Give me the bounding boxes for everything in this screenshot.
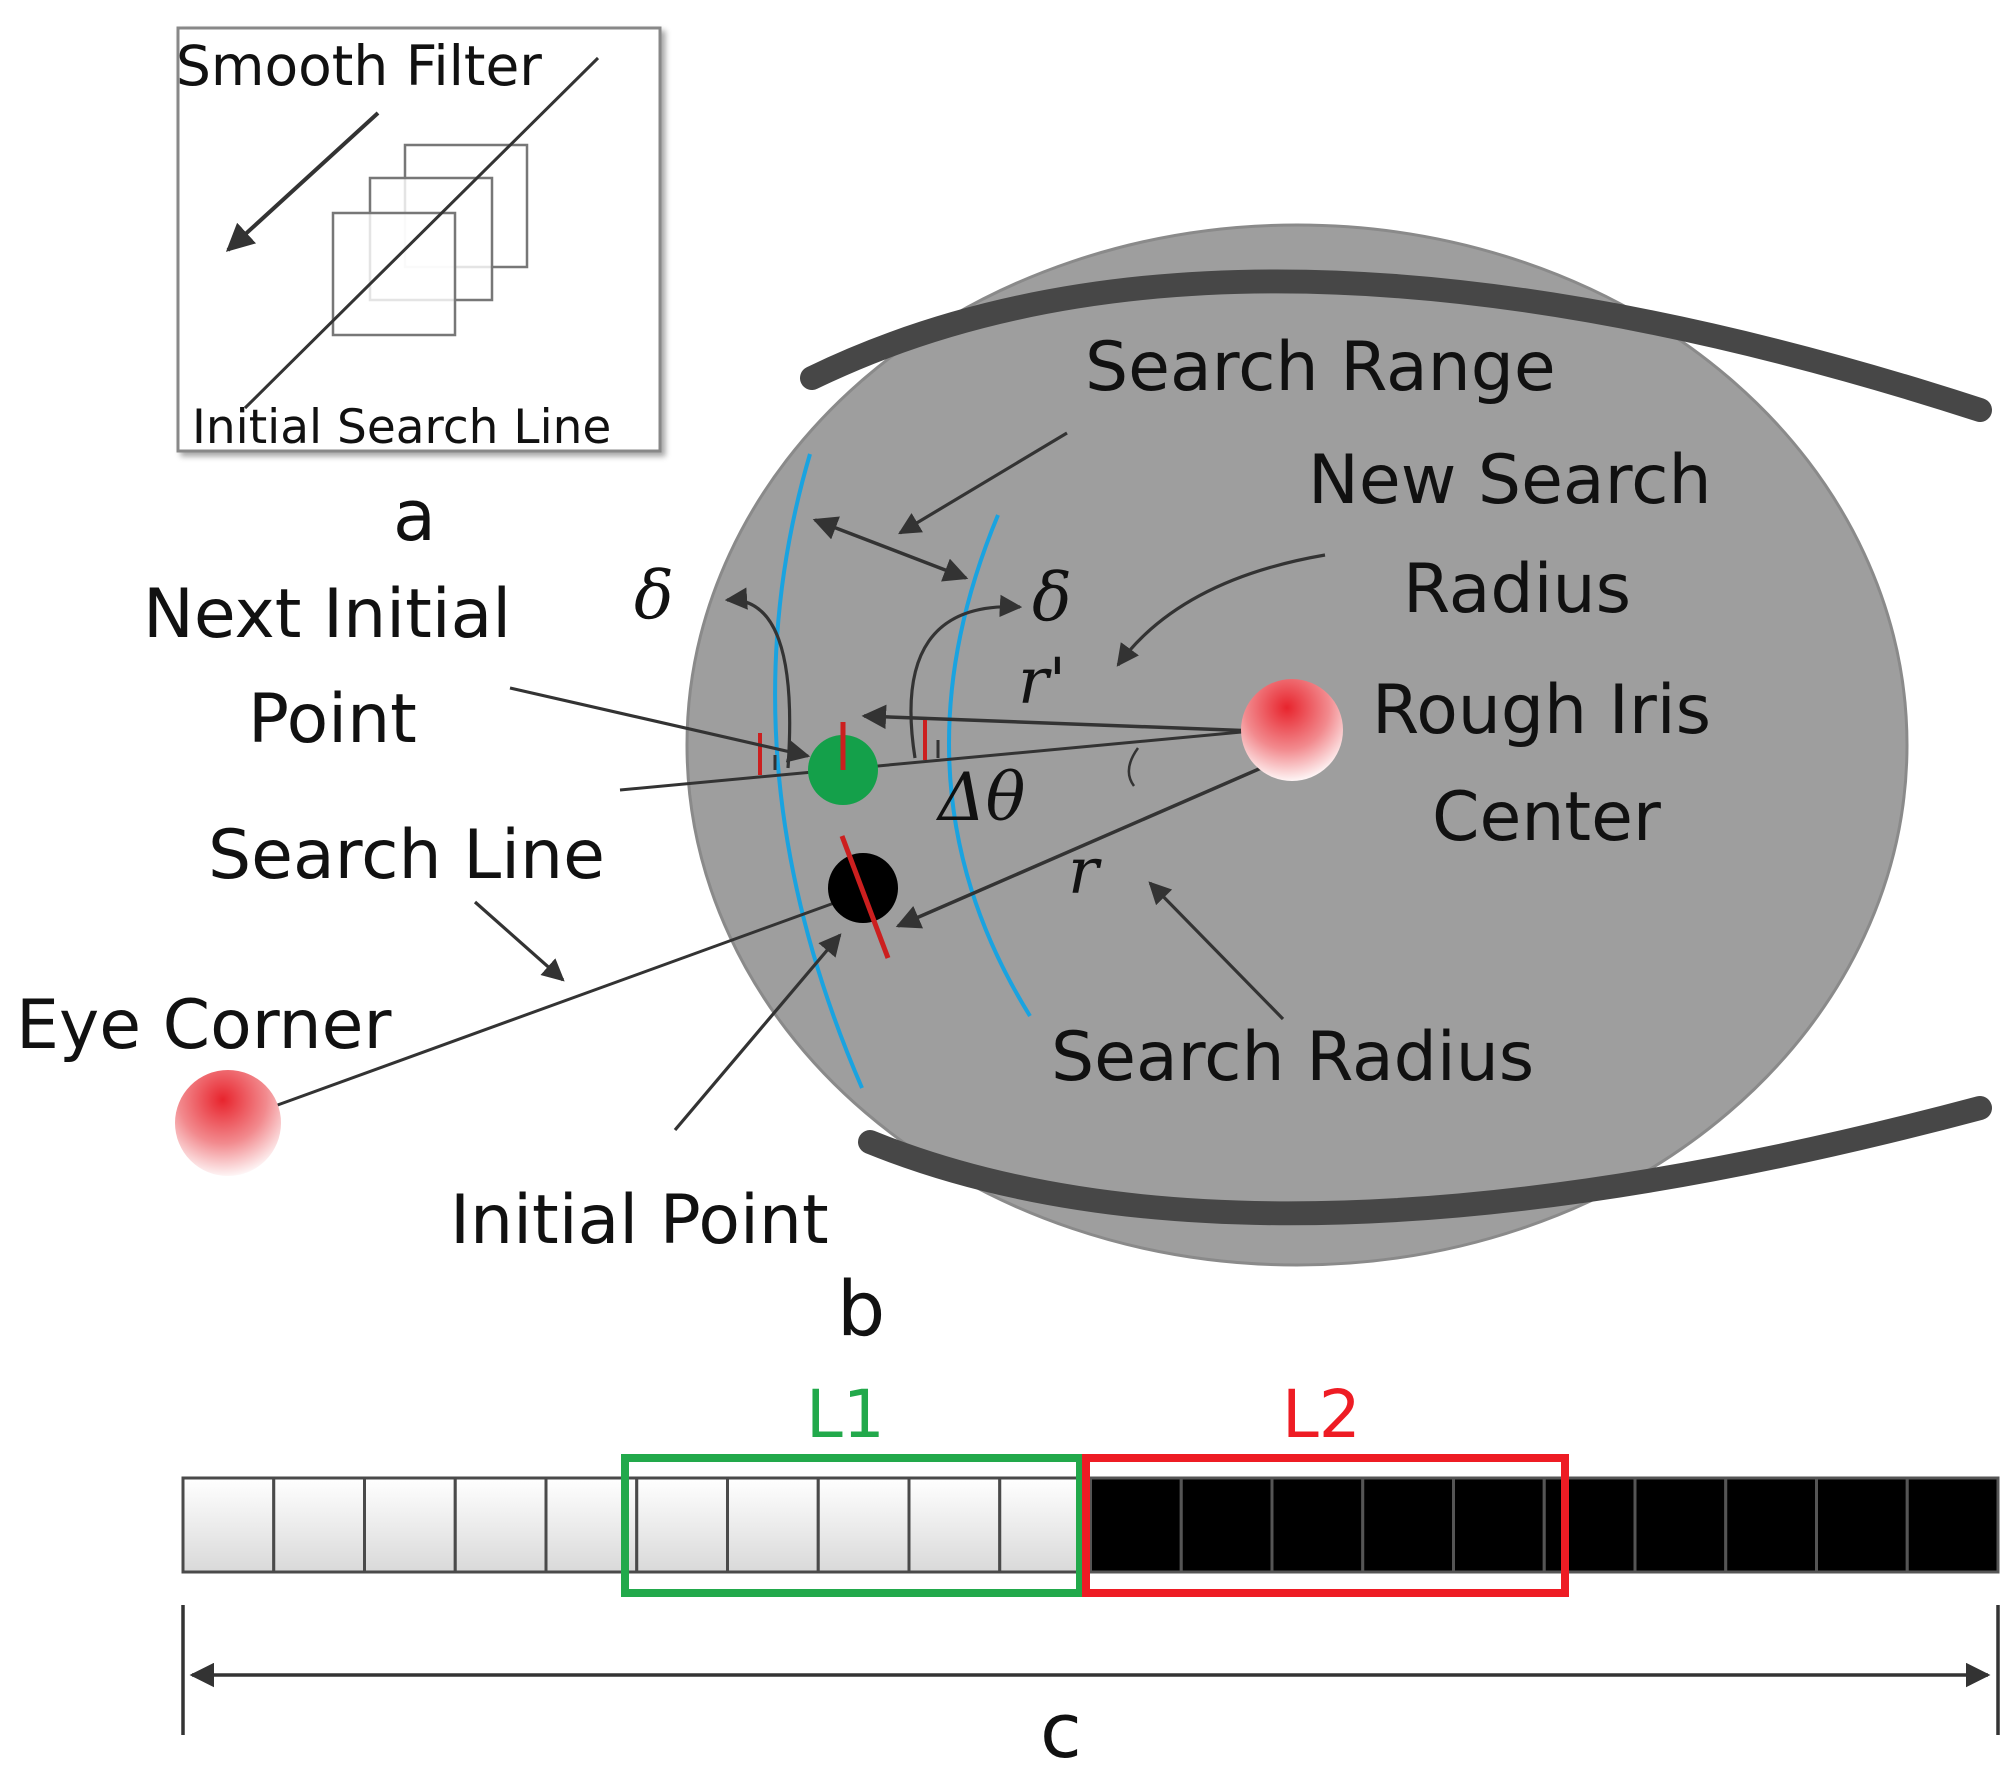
pixel-cell-white xyxy=(907,1476,1002,1574)
delta-right-arrow xyxy=(909,594,1023,759)
pixel-cell-black xyxy=(1724,1476,1818,1574)
pixel-cell-black xyxy=(1270,1476,1365,1574)
smooth-filter-label: Smooth Filter xyxy=(176,34,542,98)
new-search-radius-label-line1: New Search xyxy=(1308,441,1712,520)
search-radius-pointer xyxy=(1148,881,1285,1021)
new-search-radius-pointer xyxy=(1116,553,1326,667)
lower-eyelid xyxy=(858,1096,1992,1226)
filter-window-front xyxy=(331,211,457,337)
pixel-cell-black xyxy=(1815,1476,1909,1574)
pixel-cell-black xyxy=(1633,1476,1728,1574)
pixel-cell-black xyxy=(1905,1476,2000,1574)
search-line-pointer xyxy=(473,900,565,982)
search-range-inner-arc xyxy=(773,453,864,1089)
panel-c: L1 L2 c xyxy=(181,1376,2000,1774)
window-l1-label: L1 xyxy=(806,1376,885,1453)
rough-iris-center-label-line2: Center xyxy=(1432,778,1661,857)
search-range-double-arrow xyxy=(812,516,969,582)
search-line-label: Search Line xyxy=(208,816,605,895)
pixel-cell-white xyxy=(635,1476,729,1574)
pixel-cell-black xyxy=(1542,1476,1637,1574)
window-l2-label: L2 xyxy=(1282,1376,1361,1453)
eye-corner-point xyxy=(175,1070,281,1176)
smooth-direction-arrow xyxy=(225,111,380,252)
window-l1 xyxy=(621,1454,1084,1597)
rough-iris-center-label-line1: Rough Iris xyxy=(1372,671,1711,750)
pixel-strip xyxy=(181,1476,2000,1574)
new-search-radius-line xyxy=(861,704,1285,744)
delta-theta-arc xyxy=(1127,747,1140,787)
pixel-cell-black xyxy=(1361,1476,1455,1574)
next-initial-point-label-line1: Next Initial xyxy=(143,575,511,654)
pixel-cell-white xyxy=(816,1476,911,1574)
initial-point-pointer xyxy=(673,933,842,1132)
pixel-cell-white xyxy=(272,1476,366,1574)
pixel-cell-black xyxy=(1452,1476,1546,1574)
pixel-cell-white xyxy=(363,1476,457,1574)
initial-point-label: Initial Point xyxy=(450,1181,829,1260)
delta-theta-symbol: Δθ xyxy=(935,759,1025,836)
r-prime-symbol: r' xyxy=(1018,645,1066,719)
eye-corner-label: Eye Corner xyxy=(16,986,391,1065)
panel-c-caption: c xyxy=(1040,1686,1082,1774)
pixel-cell-black xyxy=(1089,1476,1183,1574)
initial-search-line-label: Initial Search Line xyxy=(192,400,611,455)
search-line xyxy=(227,888,871,1125)
filter-windows xyxy=(331,143,529,337)
panel-b: Search Range New Search Radius Next Init… xyxy=(16,223,1992,1353)
pixel-cell-white xyxy=(181,1476,276,1574)
delta-left-symbol: δ xyxy=(634,557,674,634)
search-radius-label: Search Radius xyxy=(1051,1018,1534,1097)
next-initial-point-label-line2: Point xyxy=(248,680,417,759)
pixel-cell-white xyxy=(726,1476,820,1574)
panel-a-caption: a xyxy=(393,475,436,557)
upper-eyelid xyxy=(800,269,1992,422)
search-radius-line xyxy=(895,749,1301,929)
search-range-pointer xyxy=(898,431,1068,535)
panel-b-caption: b xyxy=(837,1264,885,1353)
r-symbol: r xyxy=(1068,835,1102,909)
pixel-cell-black xyxy=(1179,1476,1274,1574)
next-initial-point-pointer xyxy=(509,686,811,763)
search-range-label: Search Range xyxy=(1085,328,1556,407)
delta-right-symbol: δ xyxy=(1032,559,1072,636)
new-search-radius-label-line2: Radius xyxy=(1403,550,1631,629)
initial-search-line xyxy=(243,56,600,410)
panel-a: Smooth Filter Initial Search Line a xyxy=(176,26,662,557)
window-l2 xyxy=(1082,1454,1569,1597)
initial-point-marker xyxy=(839,835,891,959)
rough-iris-center-point xyxy=(1241,679,1343,781)
pixel-cell-white xyxy=(453,1476,548,1574)
delta-left-arrow xyxy=(724,587,792,769)
